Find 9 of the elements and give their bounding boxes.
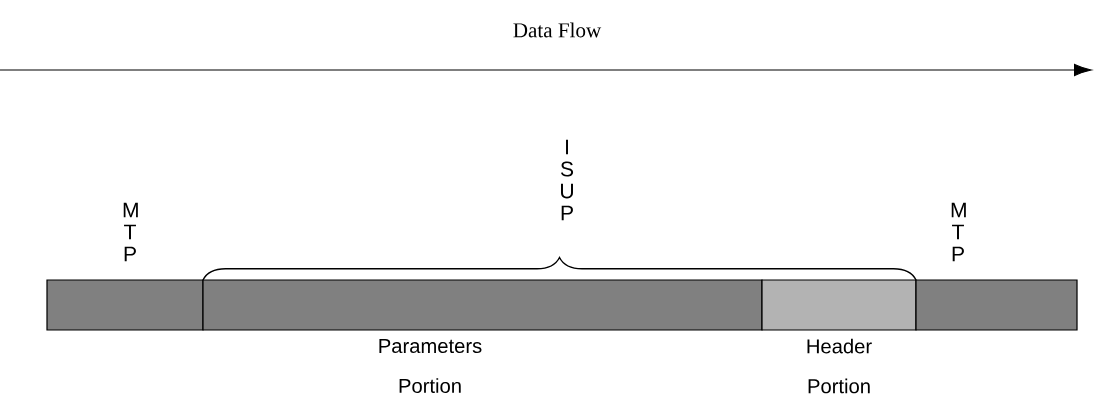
bar-segment <box>915 279 1078 331</box>
segment-label: M T P <box>123 202 138 262</box>
bar-segment <box>761 279 917 331</box>
segment-label: Header Portion <box>807 338 872 394</box>
bar-segment <box>46 279 204 331</box>
segment-label: M T P <box>951 202 966 262</box>
arrow-label: Data Flow <box>513 22 602 38</box>
brace-label: I S U P <box>560 139 574 221</box>
segment-label: Parameters Portion <box>379 339 482 393</box>
